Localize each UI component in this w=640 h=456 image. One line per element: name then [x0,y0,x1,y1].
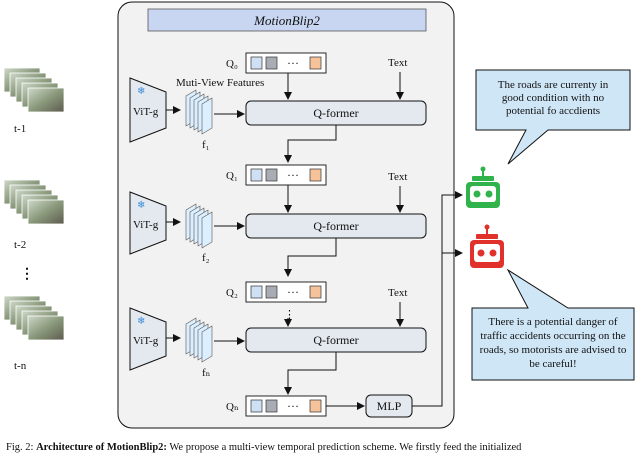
text-input-2: Text [388,171,407,183]
time-label-2: t-2 [14,239,26,251]
camera-stack-1 [3,67,65,113]
token-dots-0: ··· [287,56,299,70]
text-input-1: Text [388,57,407,69]
danger-output-line-2: traffic accidents occurring on the [480,330,625,342]
snowflake-icon: ❄ [137,316,145,327]
vit-encoder-2 [129,191,167,255]
robot-green-icon [466,166,500,208]
query-tokens-1 [245,164,327,186]
vit-label-1: ViT-g [133,106,159,118]
danger-output-line-4: be careful! [529,358,576,370]
feature-maps-n [185,317,213,363]
title-bar [147,8,427,32]
token-dots-2: ··· [287,285,299,299]
safe-output-bubble: The roads are currenty in good condition… [475,69,631,165]
vit-encoder-1 [129,77,167,143]
query-tokens-2 [245,281,327,303]
token-dots-n: ··· [287,399,299,413]
query-tokens-n [245,395,327,417]
snowflake-icon: ❄ [137,200,145,211]
caption-title: Architecture of MotionBlip2: [36,442,167,453]
query-tokens-0 [245,52,327,74]
text-input-3: Text [388,287,407,299]
vit-label-n: ViT-g [133,335,159,347]
danger-output-bubble: There is a potential danger of traffic a… [471,268,635,381]
figure-caption: Fig. 2: Architecture of MotionBlip2: We … [6,442,640,453]
time-label-n: t-n [14,360,27,372]
feature-label-n: fₙ [202,367,211,379]
danger-output-line-3: roads, so motorists are advised to [480,344,627,356]
vertical-ellipsis: ⋮ [20,267,34,282]
feature-label-2: f₂ [202,252,210,264]
qformer-label-n: Q-former [313,333,358,347]
query-label-0: Q₀ [226,58,238,70]
diagram-title: MotionBlip2 [253,13,320,28]
features-label: Muti-View Features [176,77,264,89]
query-label-2: Q₂ [226,287,238,299]
mlp-label: MLP [377,399,402,413]
caption-text: We propose a multi-view temporal predict… [166,442,522,453]
time-label-1: t-1 [14,123,26,135]
robot-red-icon [470,224,504,268]
danger-output-line-1: There is a potential danger of [488,316,618,328]
token-dots-1: ··· [287,168,299,182]
feature-maps-2 [185,203,213,249]
safe-output-line-2: good condition with no [502,92,605,104]
safe-output-line-1: The roads are currenty in [498,79,609,91]
feature-maps-1 [185,89,213,135]
snowflake-icon: ❄ [137,86,145,97]
feature-label-1: f₁ [202,139,210,151]
vertical-ellipsis: ⋮ [284,309,295,321]
camera-stack-n [3,295,65,341]
safe-output-line-3: potential fo accdients [506,105,600,117]
qformer-label-2: Q-former [313,219,358,233]
query-label-1: Q₁ [226,170,238,182]
query-label-n: Qₙ [226,401,239,413]
vit-encoder-n [129,307,167,371]
vit-label-2: ViT-g [133,219,159,231]
qformer-label-1: Q-former [313,106,358,120]
camera-stack-2 [3,179,65,225]
caption-prefix: Fig. 2: [6,442,37,453]
